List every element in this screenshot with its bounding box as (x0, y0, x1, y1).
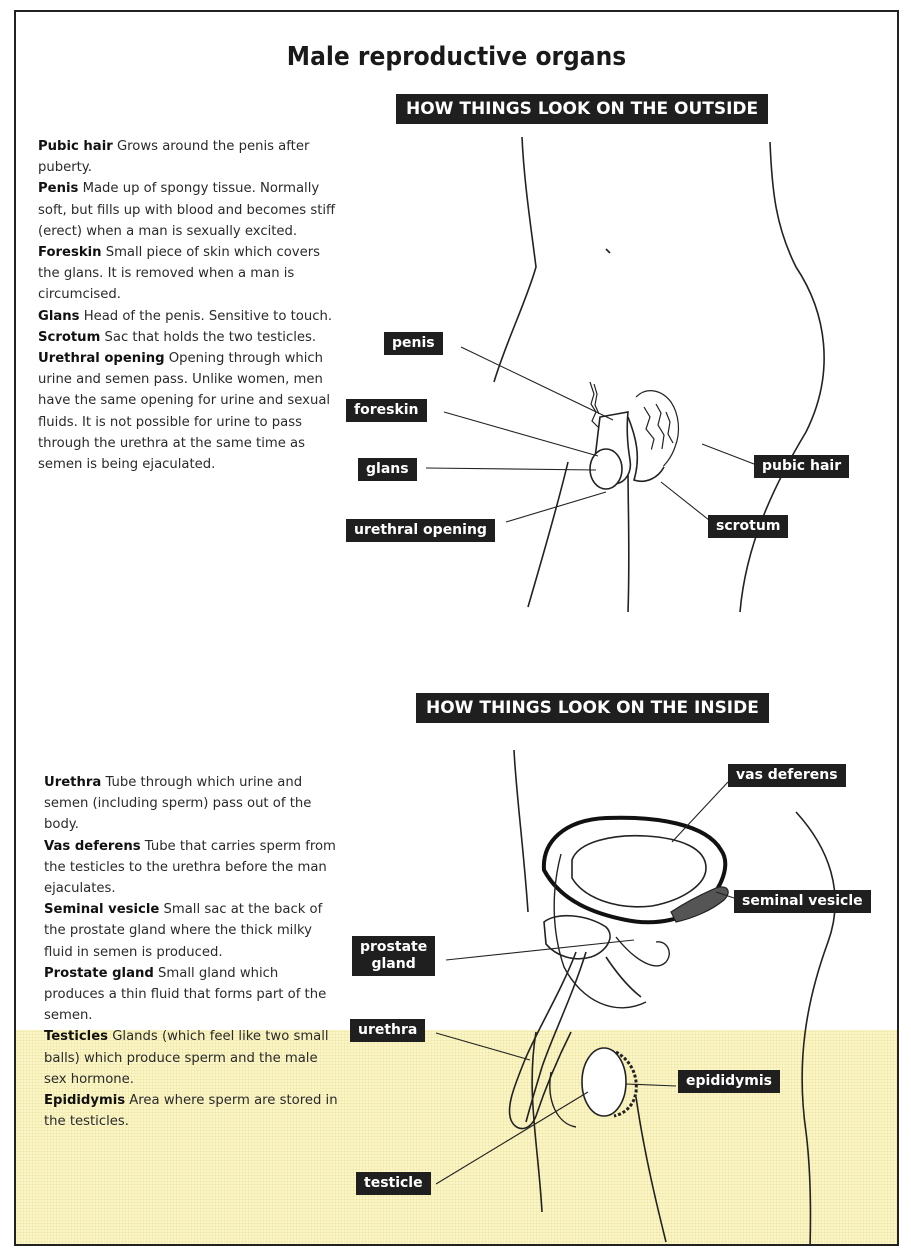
label-pubic-hair: pubic hair (754, 455, 849, 478)
label-seminal-vesicle: seminal vesicle (734, 890, 871, 913)
label-epididymis: epididymis (678, 1070, 780, 1093)
desc-prostate-gland: Prostate gland Small gland which produce… (44, 963, 340, 1027)
label-prostate-gland-line2: gland (360, 956, 427, 973)
outside-body-outline (494, 137, 824, 612)
desc-epididymis: Epididymis Area where sperm are stored i… (44, 1090, 340, 1132)
label-glans: glans (358, 458, 417, 481)
label-scrotum: scrotum (708, 515, 788, 538)
scrotum-outline (550, 1072, 576, 1127)
label-vas-deferens: vas deferens (728, 764, 846, 787)
inside-banner: HOW THINGS LOOK ON THE INSIDE (416, 693, 769, 723)
outside-leader-lines (426, 347, 754, 524)
prostate-drawing (544, 916, 610, 959)
label-testicle: testicle (356, 1172, 431, 1195)
label-urethra: urethra (350, 1019, 425, 1042)
desc-vas-deferens: Vas deferens Tube that carries sperm fro… (44, 836, 340, 900)
inside-descriptions: Urethra Tube through which urine and sem… (44, 772, 340, 1132)
label-foreskin: foreskin (346, 399, 427, 422)
desc-seminal-vesicle: Seminal vesicle Small sac at the back of… (44, 899, 340, 963)
penis-drawing (590, 412, 664, 489)
testicle-drawing (582, 1048, 636, 1116)
desc-testicles: Testicles Glands (which feel like two sm… (44, 1026, 340, 1090)
label-prostate-gland: prostate gland (352, 936, 435, 976)
inside-leader-lines (436, 782, 734, 1184)
label-penis: penis (384, 332, 443, 355)
seminal-vesicle-drawing (671, 887, 728, 922)
label-urethral-opening: urethral opening (346, 519, 495, 542)
label-prostate-gland-line1: prostate (360, 939, 427, 956)
desc-urethra: Urethra Tube through which urine and sem… (44, 772, 340, 836)
bladder-inner (572, 836, 706, 907)
page-frame: Male reproductive organs HOW THINGS LOOK… (14, 10, 899, 1246)
